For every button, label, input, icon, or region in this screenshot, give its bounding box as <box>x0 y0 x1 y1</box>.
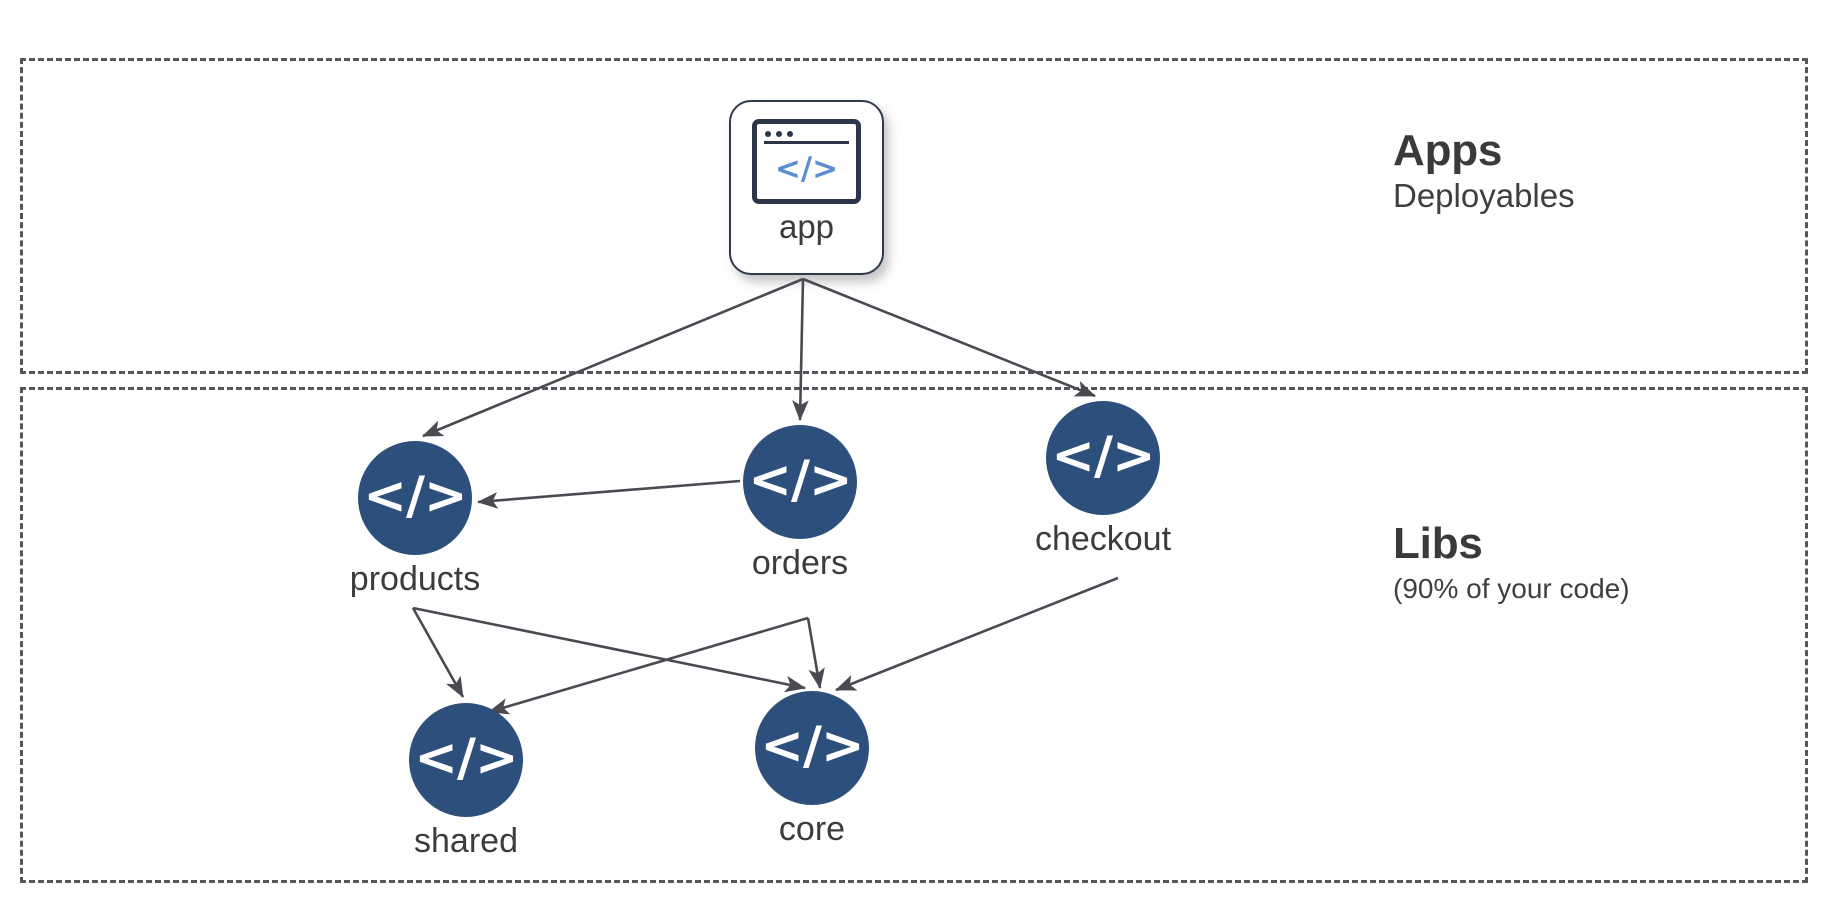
node-core[interactable]: </> core <box>755 691 869 848</box>
zone-libs <box>20 387 1808 883</box>
zone-apps-subtitle: Deployables <box>1393 176 1575 214</box>
code-circle-icon: </> <box>1046 401 1160 515</box>
node-shared[interactable]: </> shared <box>409 703 523 860</box>
zone-apps-title: Apps <box>1393 126 1503 175</box>
browser-code-icon: </> <box>752 119 861 204</box>
node-orders[interactable]: </> orders <box>743 425 857 582</box>
node-checkout[interactable]: </> checkout <box>1035 401 1171 558</box>
code-glyph: </> <box>774 151 839 188</box>
node-products-label: products <box>349 560 481 598</box>
code-glyph: </> <box>363 466 467 526</box>
code-circle-icon: </> <box>409 703 523 817</box>
code-circle-icon: </> <box>743 425 857 539</box>
node-app[interactable]: </> app <box>729 100 884 275</box>
node-app-label: app <box>778 208 835 245</box>
code-circle-icon: </> <box>358 441 472 555</box>
zone-apps <box>20 58 1808 374</box>
zone-caption-apps: Apps Deployables <box>1393 126 1575 216</box>
code-glyph: </> <box>414 728 518 788</box>
node-orders-label: orders <box>751 544 849 582</box>
zone-libs-subtitle: (90% of your code) <box>1393 572 1630 604</box>
browser-dots-icon <box>757 124 856 137</box>
code-glyph: </> <box>1051 426 1155 486</box>
node-products[interactable]: </> products <box>350 441 480 598</box>
zone-libs-title: Libs <box>1393 519 1483 568</box>
code-glyph: </> <box>748 450 852 510</box>
zone-caption-libs: Libs (90% of your code) <box>1393 519 1630 606</box>
code-glyph: </> <box>760 716 864 776</box>
node-core-label: core <box>778 810 846 848</box>
browser-divider <box>764 141 849 144</box>
code-circle-icon: </> <box>755 691 869 805</box>
node-shared-label: shared <box>414 822 518 860</box>
node-checkout-label: checkout <box>1034 520 1172 558</box>
